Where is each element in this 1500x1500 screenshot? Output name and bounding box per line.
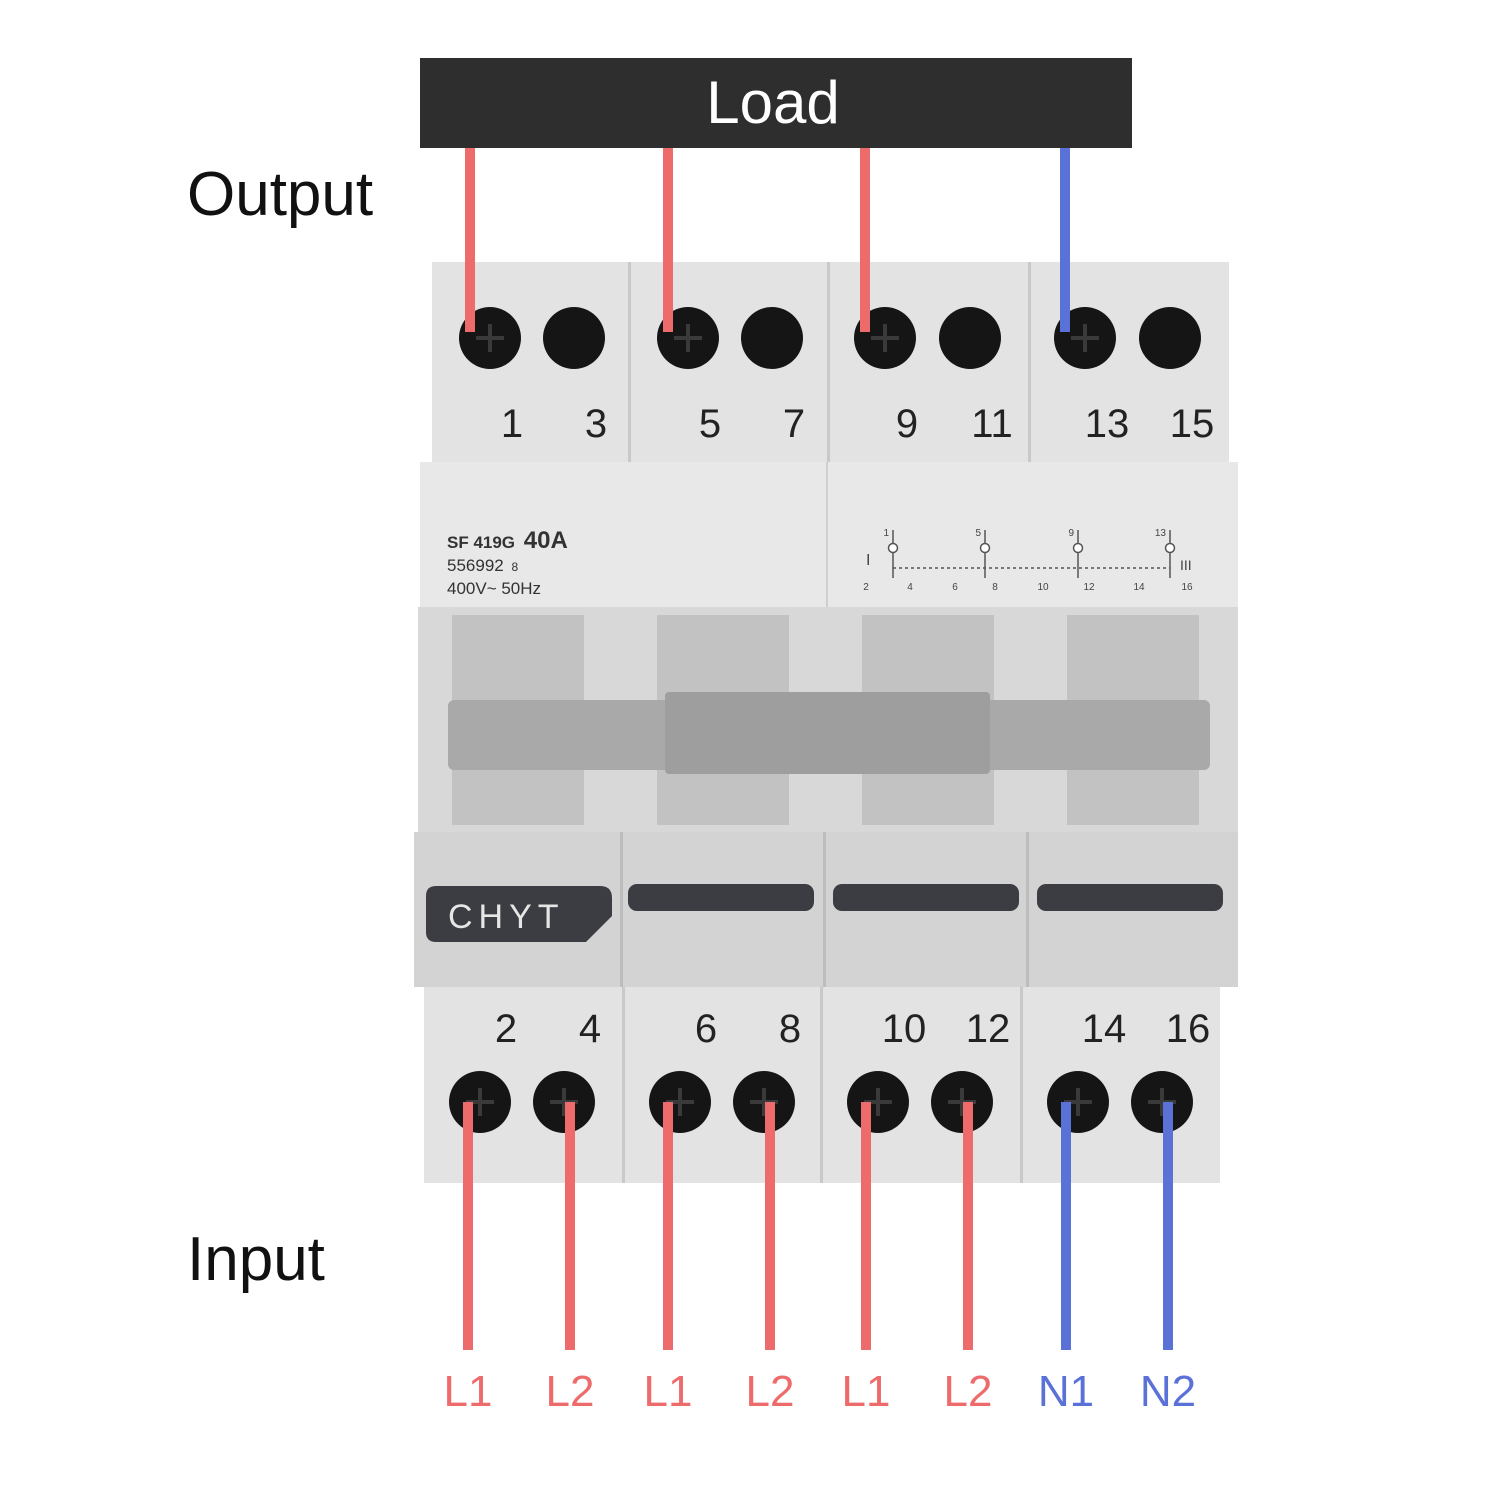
wire-label-n1-7: N1 [1038, 1367, 1094, 1416]
schematic-position-right: III [1180, 557, 1192, 573]
terminal-number-2: 2 [495, 1007, 517, 1051]
terminal-number-14: 14 [1082, 1007, 1127, 1051]
schematic-contact-9 [1072, 542, 1084, 554]
schematic-pin-9: 9 [1068, 528, 1074, 539]
terminal-number-4: 4 [579, 1007, 601, 1051]
brand-logo: CHYT [448, 898, 565, 936]
schematic-pin-12: 12 [1083, 582, 1095, 593]
schematic-pin-6: 6 [952, 582, 958, 593]
terminal-screw-15 [1139, 307, 1201, 369]
input-label: Input [187, 1225, 325, 1294]
device-code: 556992 [447, 556, 504, 575]
schematic-pin-14: 14 [1133, 582, 1145, 593]
svg-text:556992 8: 556992 8 [447, 556, 518, 575]
wire-label-l1-3: L1 [644, 1367, 693, 1416]
output-label: Output [187, 160, 373, 229]
schematic-position-left: I [866, 552, 870, 569]
wire-label-l1-5: L1 [842, 1367, 891, 1416]
terminal-number-12: 12 [966, 1007, 1011, 1051]
schematic-pin-2: 2 [863, 582, 869, 593]
terminal-screw-3 [543, 307, 605, 369]
terminal-number-13: 13 [1085, 402, 1130, 446]
wire-label-l2-6: L2 [944, 1367, 993, 1416]
terminal-number-8: 8 [779, 1007, 801, 1051]
schematic-pin-13: 13 [1155, 528, 1167, 539]
schematic-pin-16: 16 [1181, 582, 1193, 593]
device-model: SF 419G [447, 533, 515, 552]
wire-label-l2-2: L2 [546, 1367, 595, 1416]
terminal-number-16: 16 [1166, 1007, 1211, 1051]
brand-plate [426, 886, 612, 942]
wire-label-l2-4: L2 [746, 1367, 795, 1416]
schematic-pin-4: 4 [907, 582, 913, 593]
svg-text:SF 419G 40A: SF 419G 40A [447, 527, 568, 554]
terminal-screw-11 [939, 307, 1001, 369]
schematic-contact-13 [1164, 542, 1176, 554]
terminal-number-5: 5 [699, 402, 721, 446]
terminal-screw-7 [741, 307, 803, 369]
device-code-suffix: 8 [511, 560, 518, 574]
terminal-number-7: 7 [783, 402, 805, 446]
terminal-number-3: 3 [585, 402, 607, 446]
load-bar [420, 58, 1132, 148]
wire-label-l1-1: L1 [444, 1367, 493, 1416]
load-label: Load [706, 69, 839, 136]
switch-schematic: I III 1 5 9 13 2 4 6 8 10 12 14 16 [863, 528, 1193, 593]
terminal-number-9: 9 [896, 402, 918, 446]
schematic-contact-5 [979, 542, 991, 554]
device-voltage: 400V~ 50Hz [447, 579, 541, 598]
terminal-number-11: 11 [971, 402, 1013, 446]
schematic-pin-1: 1 [883, 528, 889, 539]
terminal-number-10: 10 [882, 1007, 927, 1051]
device-rating: 40A [524, 527, 568, 554]
terminal-number-1: 1 [501, 402, 523, 446]
transfer-switch-body [414, 262, 1238, 1183]
schematic-contact-1 [887, 542, 899, 554]
schematic-pin-10: 10 [1037, 582, 1049, 593]
terminal-number-6: 6 [695, 1007, 717, 1051]
schematic-pin-5: 5 [975, 528, 981, 539]
schematic-pin-8: 8 [992, 582, 998, 593]
terminal-number-15: 15 [1170, 402, 1215, 446]
wire-label-n2-8: N2 [1140, 1367, 1196, 1416]
